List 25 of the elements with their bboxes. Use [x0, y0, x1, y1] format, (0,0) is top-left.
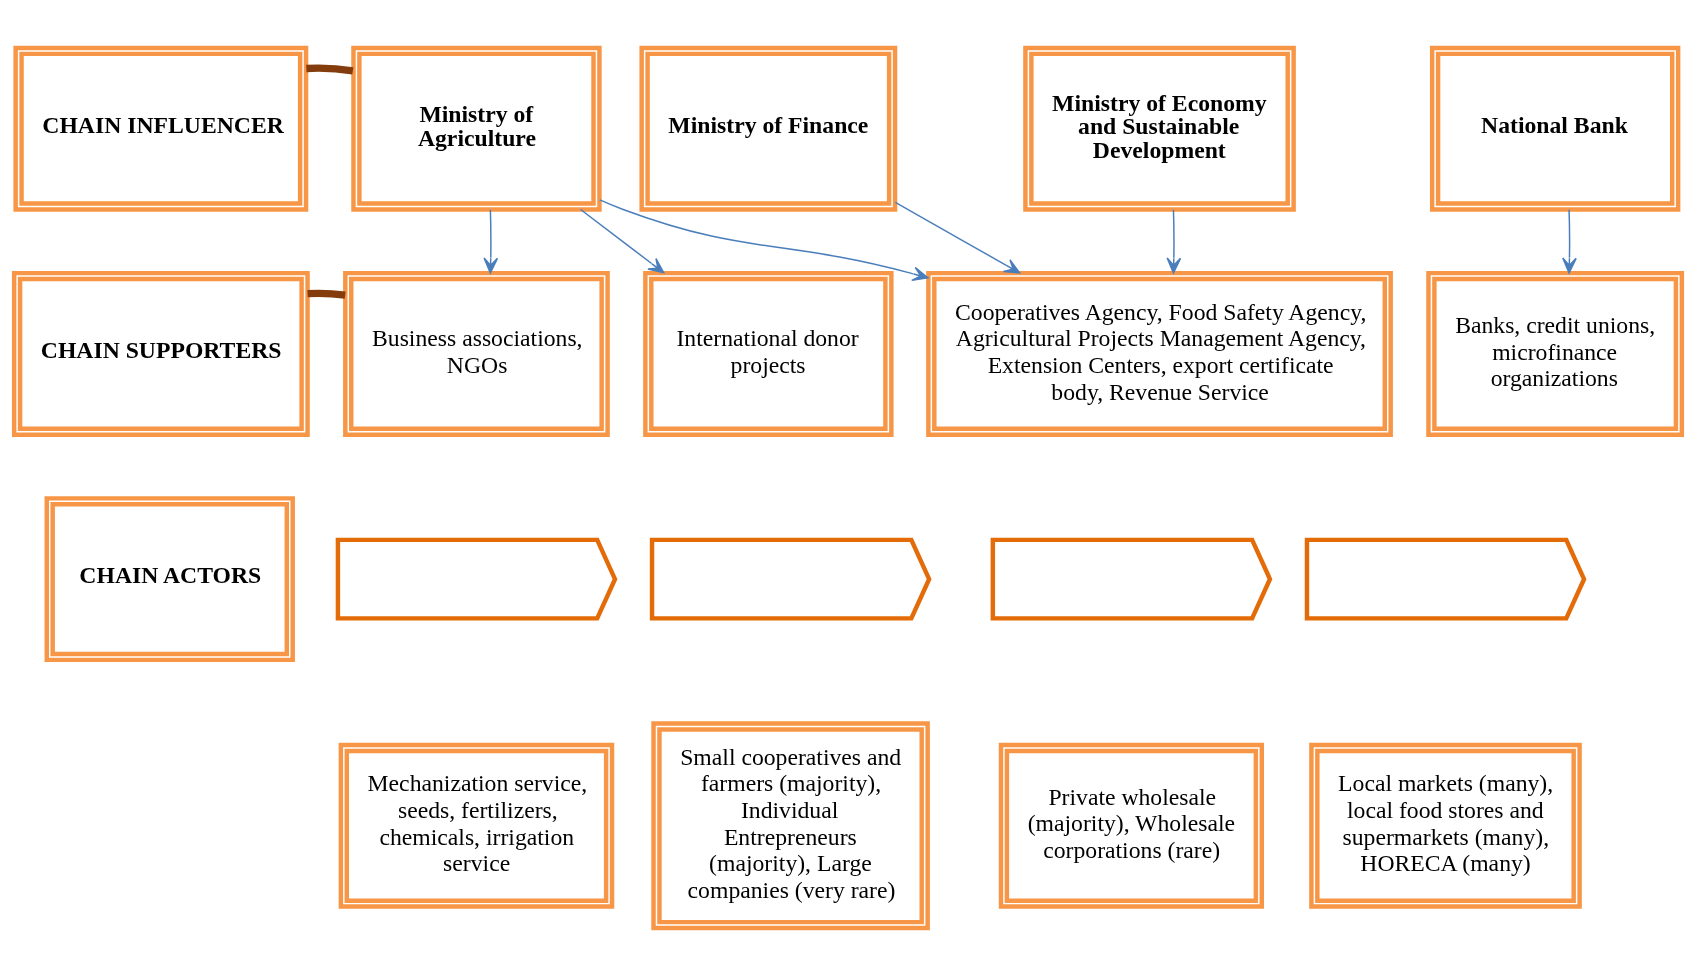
node-box: Ministry of Economy and Sustainable Development — [1023, 45, 1296, 212]
arrow — [1562, 209, 1577, 274]
arrow — [1166, 209, 1182, 274]
node-chevron — [1304, 537, 1587, 621]
node-box: Private wholesale (majority), Wholesale corporations (rare) — [998, 742, 1264, 909]
arrow — [599, 199, 929, 282]
node-box: Ministry of Finance — [639, 45, 898, 212]
node-box: International donor projects — [643, 270, 894, 437]
node-box: CHAIN INFLUENCER — [13, 45, 309, 212]
node-box: Small cooperatives and farmers (majority), Individual Entrepreneurs (majority), Large companies (very rare) — [651, 721, 930, 931]
node-box: Cooperatives Agency, Food Safety Agency, Agricultural Projects Management Agency, Extension Centers, export certificate body, Revenue Service — [926, 270, 1393, 437]
node-box: CHAIN ACTORS — [44, 496, 295, 663]
arrow — [483, 209, 499, 274]
node-box: CHAIN SUPPORTERS — [11, 270, 310, 437]
arrow — [579, 208, 665, 274]
node-box: Local markets (many), local food stores and supermarkets (many), HORECA (many) — [1309, 742, 1582, 909]
node-chevron — [335, 537, 618, 621]
node-chevron — [990, 537, 1273, 621]
node-box: Mechanization service, seeds, fertilizers, chemicals, irrigation service — [338, 742, 615, 909]
node-chevron — [649, 537, 932, 621]
arrow — [894, 201, 1021, 274]
node-box: Business associations, NGOs — [343, 270, 610, 437]
node-box: National Bank — [1429, 45, 1681, 212]
node-box: Banks, credit unions, microfinance organizations — [1426, 270, 1685, 437]
node-box: Ministry of Agriculture — [351, 45, 602, 212]
